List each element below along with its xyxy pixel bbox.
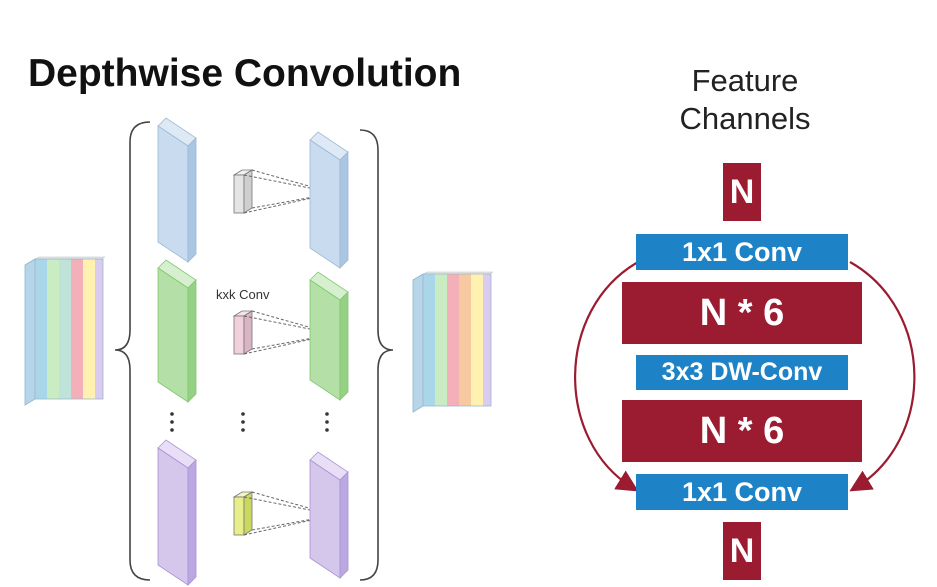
feature-channels-title-line1: Feature — [691, 63, 799, 98]
feature-channels-title: Feature Channels — [650, 62, 840, 138]
block-input-n: N — [723, 163, 761, 221]
right-brace — [359, 129, 394, 581]
input-channel-green — [157, 259, 197, 403]
feature-channels-title-line2: Channels — [679, 101, 811, 136]
output-channel-blue — [309, 131, 349, 269]
skip-arrow-left — [574, 261, 639, 492]
skip-arrow-right — [849, 261, 916, 492]
block-n-times-6-b: N * 6 — [622, 400, 862, 462]
ellipsis-dots — [170, 412, 329, 432]
block-n-times-6-a: N * 6 — [622, 282, 862, 344]
kernel-conv-label: kxk Conv — [216, 287, 270, 302]
left-brace — [114, 121, 151, 581]
block-1x1-conv-expand: 1x1 Conv — [636, 234, 848, 270]
input-channel-purple — [157, 439, 197, 586]
input-feature-stack — [24, 256, 106, 406]
block-1x1-conv-project: 1x1 Conv — [636, 474, 848, 510]
output-channel-purple — [309, 451, 349, 579]
block-output-n: N — [723, 522, 761, 580]
output-channel-green — [309, 271, 349, 401]
input-channel-blue — [157, 117, 197, 263]
depthwise-title: Depthwise Convolution — [28, 52, 462, 95]
output-feature-stack — [412, 271, 494, 413]
block-3x3-dw-conv: 3x3 DW-Conv — [636, 355, 848, 390]
